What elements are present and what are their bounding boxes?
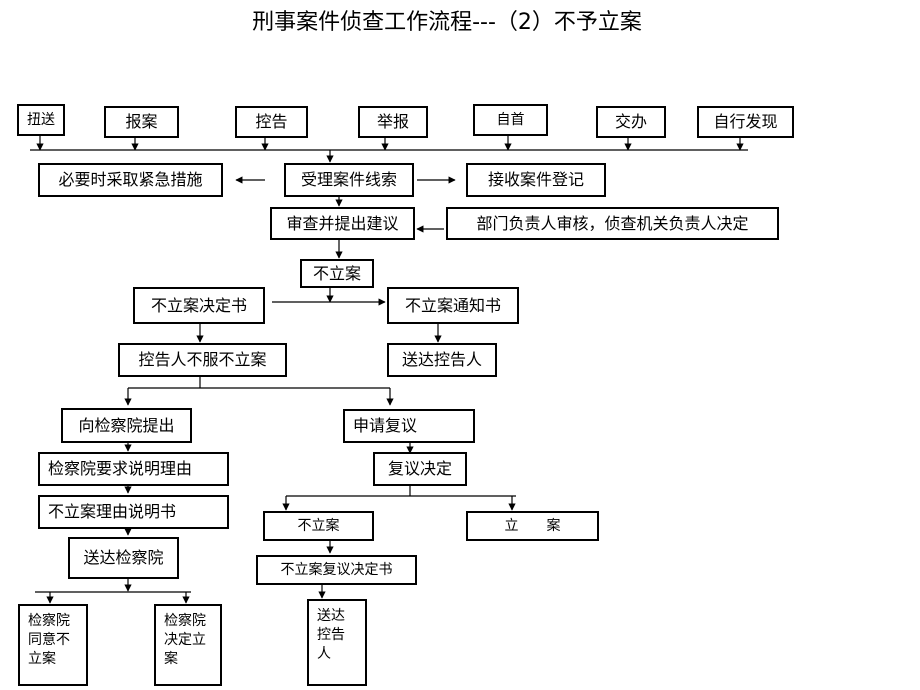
node-review-decision-doc: 不立案复议决定书 [256, 555, 417, 585]
node-procuratorate-decide: 检察院决定立案 [154, 604, 222, 686]
source-box-extradite: 扭送 [17, 104, 65, 136]
source-box-self-discovered: 自行发现 [697, 106, 794, 138]
node-deliver-procuratorate: 送达检察院 [68, 537, 179, 579]
node-deliver-complainant-2-text: 送达控告人 [317, 608, 345, 662]
diagram-title: 刑事案件侦查工作流程---（2）不予立案 [252, 10, 642, 35]
node-procuratorate-decide-text: 检察院决定立案 [164, 613, 206, 667]
node-review-decision: 复议决定 [373, 452, 467, 486]
node-deliver-complainant: 送达控告人 [387, 343, 497, 377]
node-submit-procuratorate: 向检察院提出 [61, 408, 192, 443]
node-notice-doc: 不立案通知书 [387, 287, 519, 324]
node-deliver-complainant-2: 送达控告人 [307, 599, 367, 686]
node-review-suggest: 审查并提出建议 [270, 207, 415, 240]
node-apply-review: 申请复议 [343, 409, 475, 443]
source-box-report: 报案 [104, 106, 179, 138]
node-review-no-case: 不立案 [263, 511, 374, 541]
node-procuratorate-require: 检察院要求说明理由 [38, 452, 229, 486]
node-complainant-refuse: 控告人不服不立案 [118, 343, 287, 377]
node-receive-clue: 受理案件线索 [284, 163, 414, 197]
node-reason-doc: 不立案理由说明书 [38, 495, 229, 529]
node-procuratorate-agree: 检察院同意不立案 [18, 604, 88, 686]
node-decision-doc: 不立案决定书 [133, 287, 265, 324]
node-emergency-measures: 必要时采取紧急措施 [38, 163, 223, 197]
source-box-assigned: 交办 [596, 106, 666, 138]
source-box-surrender: 自首 [473, 104, 548, 136]
source-box-informant: 举报 [358, 106, 428, 138]
node-dept-review: 部门负责人审核，侦查机关负责人决定 [446, 207, 779, 240]
node-register: 接收案件登记 [466, 163, 606, 197]
node-review-file-case: 立 案 [466, 511, 599, 541]
node-procuratorate-agree-text: 检察院同意不立案 [28, 613, 70, 667]
node-no-case: 不立案 [300, 259, 374, 288]
source-box-accusation: 控告 [235, 106, 308, 138]
